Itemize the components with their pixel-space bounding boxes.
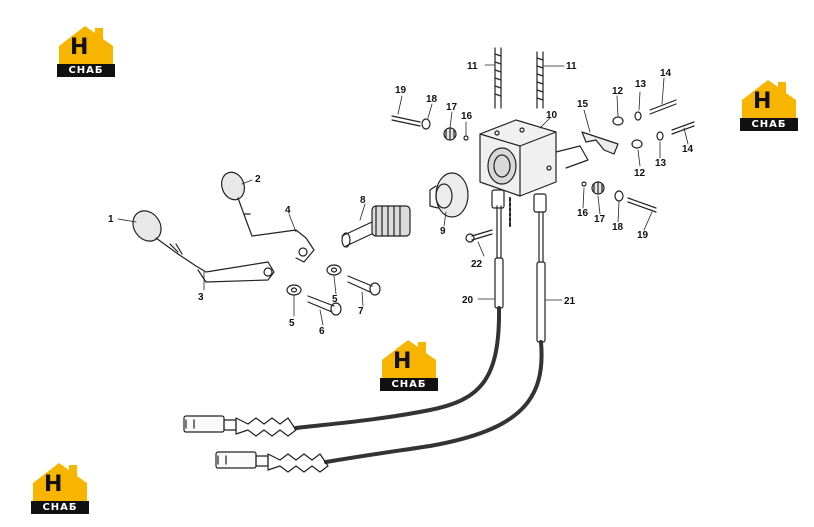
callout-18b: 18 <box>612 222 624 233</box>
lever-assembly-2 <box>221 171 315 263</box>
flange-bushing <box>429 172 469 218</box>
callout-17a: 17 <box>446 102 458 113</box>
logo-letter-h: Н <box>43 472 63 497</box>
detent-set-right <box>581 181 657 213</box>
logo-letter-h: Н <box>392 349 412 374</box>
callout-14a: 14 <box>660 68 672 79</box>
logo-caption: СНАБ <box>57 64 115 77</box>
callout-14b: 14 <box>682 144 694 155</box>
washer-bolt-set <box>286 264 381 316</box>
brand-logo-bottom-left: НЗ СНАБ <box>29 459 91 517</box>
callout-13a: 13 <box>635 79 647 90</box>
cable-clamp <box>581 99 695 155</box>
logo-letter-h: Н <box>752 89 772 114</box>
callout-8: 8 <box>360 195 366 206</box>
logo-letter-3: З <box>62 472 79 497</box>
callout-12a: 12 <box>612 86 624 97</box>
leader-lines <box>117 64 689 326</box>
brand-logo-center: НЗ СНАБ <box>378 336 440 394</box>
logo-letter-3: З <box>88 35 105 60</box>
brand-logo-right: НЗ СНАБ <box>738 76 800 134</box>
threaded-studs <box>494 47 544 109</box>
callout-12b: 12 <box>634 168 646 179</box>
callout-13b: 13 <box>655 158 667 169</box>
callout-11b: 11 <box>566 61 577 72</box>
callout-22: 22 <box>471 259 483 270</box>
cable-end-fittings <box>183 415 329 473</box>
callout-16b: 16 <box>577 208 589 219</box>
callout-17b: 17 <box>594 214 606 225</box>
logo-caption: СНАБ <box>380 378 438 391</box>
callout-2: 2 <box>255 174 261 185</box>
logo-caption: СНАБ <box>31 501 89 514</box>
callout-7: 7 <box>358 306 364 317</box>
callout-21: 21 <box>564 296 576 307</box>
house-roof-icon <box>382 340 436 378</box>
selector-housing <box>479 119 589 213</box>
callout-18a: 18 <box>426 94 438 105</box>
callout-4: 4 <box>285 205 291 216</box>
callout-19a: 19 <box>395 85 407 96</box>
callout-20: 20 <box>462 295 474 306</box>
lever-assembly-1 <box>132 210 275 283</box>
control-cables <box>294 205 546 464</box>
logo-letter-h: Н <box>69 35 89 60</box>
callout-11a: 11 <box>467 61 478 72</box>
callout-16a: 16 <box>461 111 473 122</box>
brand-logo-top-left: НЗ СНАБ <box>55 22 117 80</box>
logo-caption: СНАБ <box>740 118 798 131</box>
logo-letter-3: З <box>411 349 428 374</box>
callout-19b: 19 <box>637 230 649 241</box>
callout-5a: 5 <box>289 318 295 329</box>
callout-5b: 5 <box>332 294 338 305</box>
callout-3: 3 <box>198 292 204 303</box>
detent-set-left <box>391 115 469 141</box>
callout-10: 10 <box>546 110 558 121</box>
house-roof-icon <box>742 80 796 118</box>
logo-letter-3: З <box>771 89 788 114</box>
callout-1: 1 <box>108 214 114 225</box>
gear-shaft <box>341 205 411 248</box>
bolt-22 <box>465 197 511 243</box>
callout-6: 6 <box>319 326 325 337</box>
callout-9: 9 <box>440 226 446 237</box>
house-roof-icon <box>59 26 113 64</box>
callout-15: 15 <box>577 99 589 110</box>
house-roof-icon <box>33 463 87 501</box>
callout-labels: 1 2 3 4 5 5 6 7 8 9 10 11 11 12 12 13 13… <box>108 61 694 337</box>
